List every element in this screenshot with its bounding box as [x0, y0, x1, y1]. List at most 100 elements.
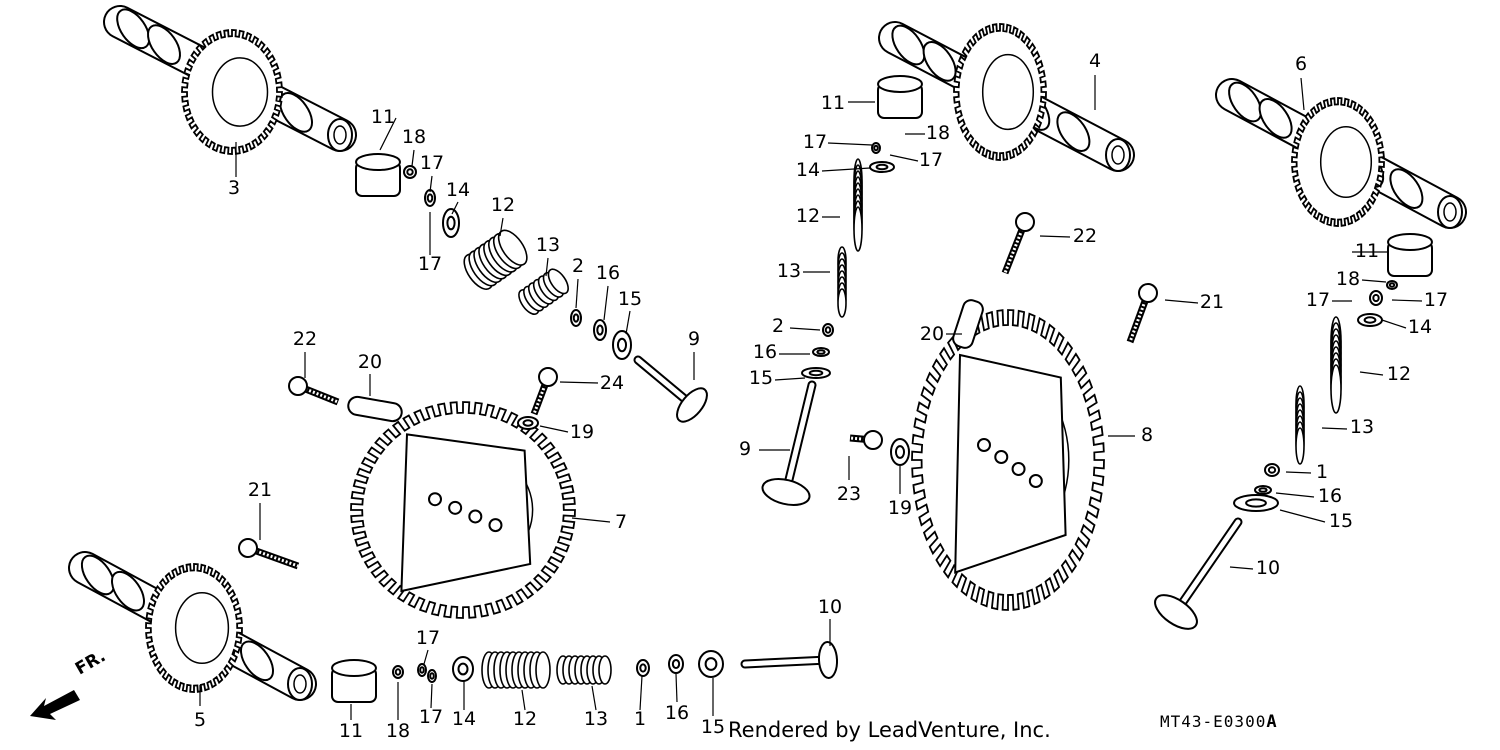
callout-c59: 15 — [1329, 510, 1353, 532]
washer-19-left — [517, 416, 539, 430]
front-direction-arrow — [28, 668, 128, 728]
valve-10-right — [1154, 517, 1243, 630]
leader-line-59 — [1279, 509, 1326, 523]
callout-c54: 14 — [1408, 316, 1432, 338]
retainer-right — [1357, 313, 1383, 327]
callout-c60: 10 — [1256, 557, 1280, 579]
valve-10-lower — [740, 641, 839, 679]
valve-9-middle — [761, 380, 817, 506]
leader-line-22 — [423, 649, 429, 665]
leader-line-60 — [1229, 566, 1254, 570]
seal-lower — [636, 659, 650, 677]
callout-c31: 4 — [1089, 50, 1101, 72]
washer-upper-left — [612, 330, 632, 360]
callout-c11: 9 — [688, 328, 700, 350]
callout-c35: 17 — [919, 149, 943, 171]
callout-c19: 5 — [194, 709, 206, 731]
valve-9-left — [633, 355, 708, 423]
valve-lifter-lower — [331, 659, 377, 703]
leader-line-34 — [827, 142, 873, 146]
leader-line-25 — [521, 689, 526, 711]
outer-spring-lower — [481, 651, 551, 689]
callout-c18: 21 — [248, 479, 272, 501]
callout-c8: 2 — [572, 255, 584, 277]
callout-c28: 16 — [665, 702, 689, 724]
leader-line-41 — [774, 377, 806, 381]
leader-line-9 — [603, 285, 609, 321]
valve-lifter-right — [1387, 233, 1433, 277]
dowel-pin-20-left — [347, 395, 403, 423]
camshaft-holder-7 — [350, 401, 576, 619]
callout-c29: 15 — [701, 716, 725, 738]
leader-line-57 — [1285, 471, 1312, 474]
leader-line-8 — [575, 278, 579, 309]
outer-spring-upper-left — [463, 229, 528, 290]
callout-c24: 14 — [452, 708, 476, 730]
inner-spring-middle — [837, 246, 847, 318]
parts-artwork — [68, 5, 1467, 703]
leader-line-27 — [639, 675, 643, 711]
callout-c14: 20 — [358, 351, 382, 373]
seat-upper-left — [593, 319, 607, 341]
leader-line-7 — [545, 257, 549, 277]
camshaft-holder-8 — [911, 309, 1105, 611]
callout-c21: 18 — [386, 720, 410, 742]
camshaft-3-gear — [181, 29, 283, 155]
leader-line-44 — [1164, 299, 1199, 304]
shim-upper-left — [403, 165, 417, 179]
cotter-lower-b — [427, 669, 437, 683]
cotter-lower-a — [417, 663, 427, 677]
callout-c46: 8 — [1141, 424, 1153, 446]
callout-c56: 13 — [1350, 416, 1374, 438]
seat-lower — [668, 654, 684, 674]
leader-line-51 — [1361, 279, 1387, 283]
callout-c30: 10 — [818, 596, 842, 618]
washer-19-middle — [890, 438, 910, 466]
leader-line-6 — [499, 217, 504, 237]
leader-line-35 — [889, 154, 919, 162]
leader-line-15 — [559, 381, 599, 384]
callout-c47: 23 — [837, 483, 861, 505]
callout-c3: 17 — [420, 152, 444, 174]
leader-line-10 — [625, 310, 631, 335]
callout-c53: 17 — [1424, 289, 1448, 311]
callout-c23: 17 — [419, 706, 443, 728]
callout-c45: 20 — [920, 323, 944, 345]
callout-c41: 15 — [749, 367, 773, 389]
callout-c33: 18 — [926, 122, 950, 144]
shim-lower — [392, 665, 404, 679]
outer-spring-middle — [853, 158, 863, 252]
callout-c39: 2 — [772, 315, 784, 337]
callout-c16: 19 — [570, 421, 594, 443]
leader-line-26 — [591, 685, 597, 711]
leader-line-36 — [821, 167, 871, 172]
leader-line-55 — [1359, 371, 1384, 376]
callout-c38: 13 — [777, 260, 801, 282]
callout-c27: 1 — [634, 708, 646, 730]
leader-line-49 — [1300, 77, 1305, 111]
leader-line-28 — [675, 673, 678, 703]
callout-c32: 11 — [821, 92, 845, 114]
callout-c6: 12 — [491, 194, 515, 216]
bolt-23 — [849, 430, 883, 450]
callout-c44: 21 — [1200, 291, 1224, 313]
valve-lifter-upper-left — [355, 153, 401, 197]
seat-right — [1254, 485, 1272, 495]
callout-c1: 11 — [371, 106, 395, 128]
diagram-code-suffix: A — [1266, 712, 1278, 732]
callout-c51: 18 — [1336, 268, 1360, 290]
callout-c20: 11 — [339, 720, 363, 742]
camshaft-5-gear — [145, 563, 243, 693]
credit-text: Rendered by LeadVenture, Inc. — [728, 718, 1051, 742]
callout-c17: 7 — [615, 511, 627, 533]
leader-line-53 — [1391, 299, 1423, 302]
callout-c12: 3 — [228, 177, 240, 199]
retainer-middle — [869, 161, 895, 173]
callout-c5: 17 — [418, 253, 442, 275]
leader-line-1 — [379, 117, 397, 151]
cotter-right — [1369, 290, 1383, 306]
callout-c10: 15 — [618, 288, 642, 310]
leader-line-39 — [789, 327, 821, 331]
shim-right — [1386, 280, 1398, 290]
